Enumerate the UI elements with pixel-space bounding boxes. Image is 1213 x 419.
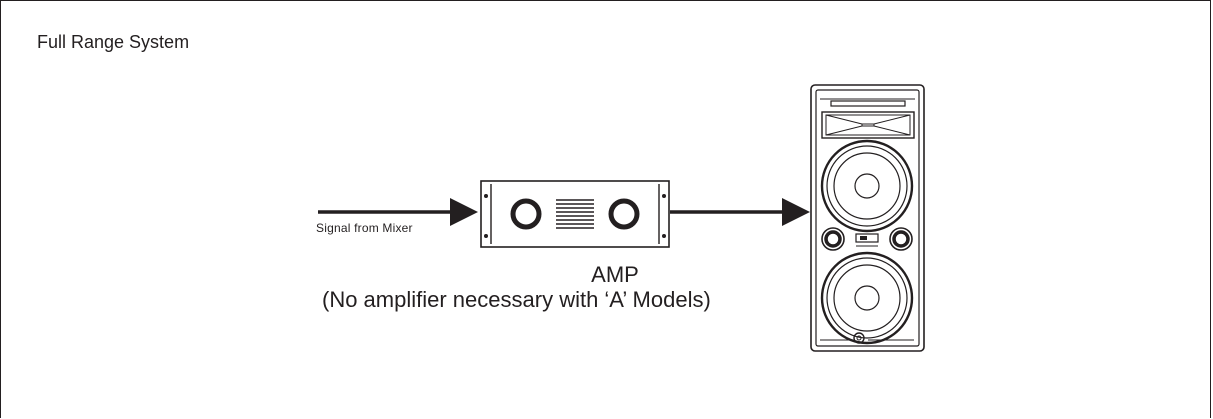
amp-note: (No amplifier necessary with ‘A’ Models) <box>322 287 711 312</box>
amplifier-icon <box>480 180 670 248</box>
speaker-cabinet-icon <box>810 84 925 352</box>
amp-label: AMP <box>591 262 639 287</box>
signal-from-mixer-label: Signal from Mixer <box>316 221 413 235</box>
input-arrow-icon <box>318 198 478 226</box>
output-arrow-icon <box>670 198 810 226</box>
diagram-title: Full Range System <box>37 32 190 52</box>
